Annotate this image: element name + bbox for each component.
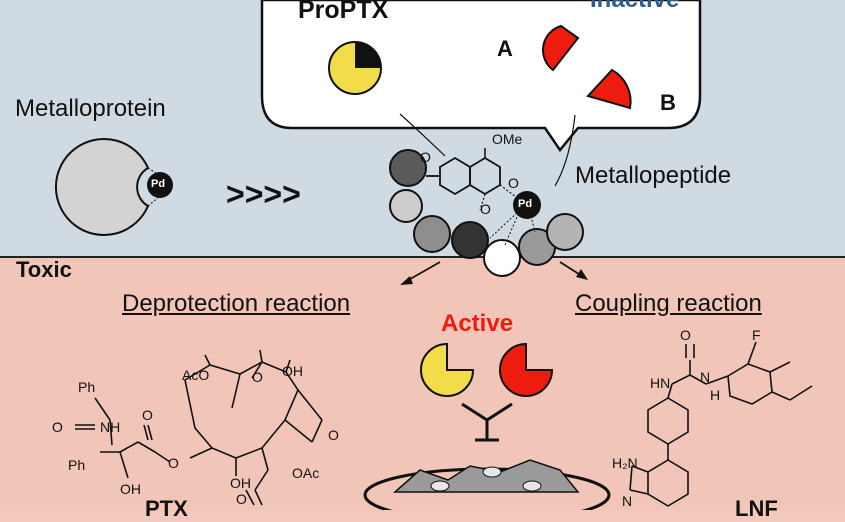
bubble-link-left <box>399 113 446 157</box>
ptx-structure <box>75 349 323 506</box>
amide-o-label: O <box>52 419 63 435</box>
cell-dish-icon <box>363 459 611 510</box>
ph-label-top: Ph <box>78 379 95 395</box>
metallopeptide-label: Metallopeptide <box>575 162 732 189</box>
coupling-reaction-label: Coupling reaction <box>575 290 762 317</box>
fragment-b-label: B <box>660 90 676 115</box>
inactive-title: Inactive <box>590 0 679 14</box>
active-title: Active <box>441 310 514 337</box>
toxic-title: Toxic <box>16 257 72 282</box>
ester-o-label: O <box>142 407 153 423</box>
hn-label: HN <box>650 375 670 391</box>
pd-label-protein: Pd <box>151 178 166 190</box>
metalloprotein-icon <box>54 138 173 236</box>
ptx-active-icon <box>420 342 475 397</box>
indazole-n-label: N <box>622 493 632 509</box>
fragment-b-icon <box>586 68 632 110</box>
n-label-urea: N <box>700 369 710 385</box>
h-label: H <box>710 387 720 403</box>
transform-arrows: >>>> <box>226 176 301 212</box>
proptx-label: ProPTX <box>298 0 389 24</box>
fragment-a-icon <box>542 24 580 72</box>
diagram-artwork: AcO O OH Ph O NH O Ph OH O O OAc OH O O … <box>52 0 813 510</box>
ketone-o-label: O <box>252 369 263 385</box>
urea-o-label: O <box>680 327 691 343</box>
acetyl-o-label: O <box>236 491 247 507</box>
ptx-label: PTX <box>145 496 188 521</box>
proptx-pie-icon <box>328 41 382 95</box>
toxic-panel-background <box>0 258 845 510</box>
coumarin-o-carbonyl: O <box>480 201 491 217</box>
inhibition-symbol <box>461 402 513 442</box>
ether-o-label: O <box>168 455 179 471</box>
ph-label-bottom: Ph <box>68 457 85 473</box>
metalloprotein-label: Metalloprotein <box>15 95 166 122</box>
oac-label: OAc <box>292 465 319 481</box>
oh-label-lower: OH <box>230 475 251 491</box>
oh-label-top: OH <box>282 363 303 379</box>
lnf-label: LNF <box>735 496 778 521</box>
oh-label-bottom: OH <box>120 481 141 497</box>
coumarin-o-ring: O <box>508 175 519 191</box>
oxetane-o-label: O <box>328 427 339 443</box>
lnf-active-icon <box>499 342 554 397</box>
aco-label: AcO <box>182 367 209 383</box>
deprotection-reaction-label: Deprotection reaction <box>122 290 351 317</box>
nh-label: NH <box>100 419 120 435</box>
prodrug-bubble <box>260 0 702 153</box>
pd-label-peptide: Pd <box>518 198 533 210</box>
metallopeptide-icon <box>389 148 584 277</box>
fragment-a-label: A <box>497 36 513 61</box>
bubble-link-right <box>554 114 576 187</box>
coumarin-o-top: O <box>420 149 431 165</box>
lnf-structure <box>629 341 813 507</box>
ome-label: OMe <box>492 131 523 147</box>
f-label: F <box>752 327 761 343</box>
h2n-label: H₂N <box>612 455 638 471</box>
